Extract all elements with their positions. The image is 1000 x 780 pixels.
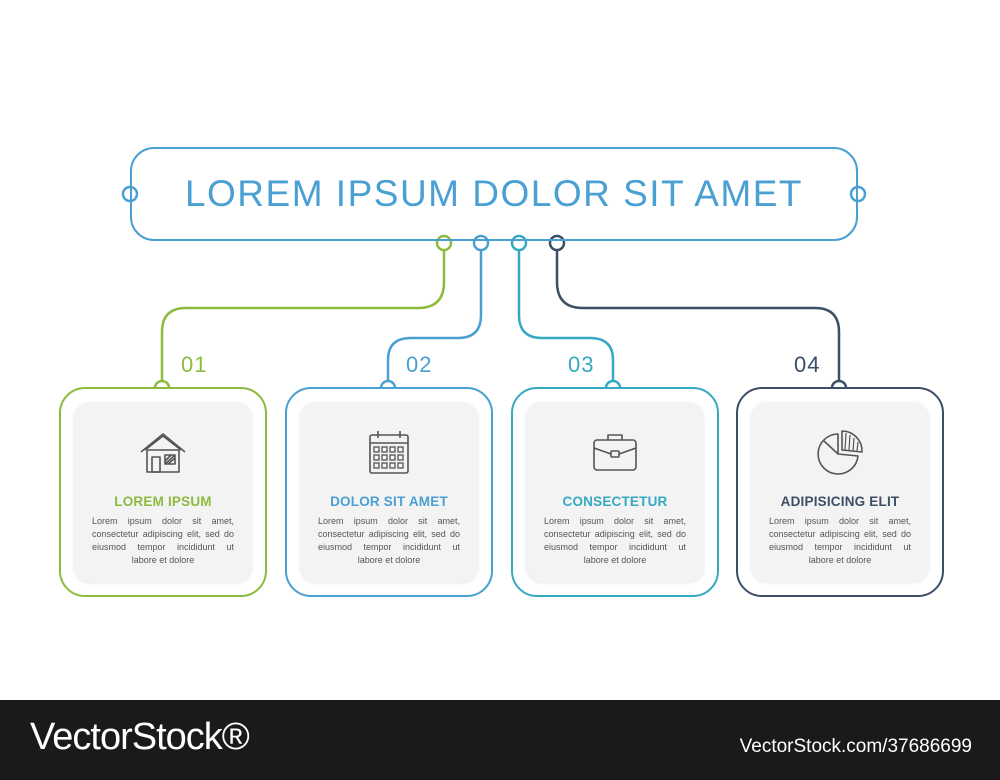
step-card-4: ADIPISICING ELIT Lorem ipsum dolor sit a… bbox=[736, 387, 944, 597]
card-panel: DOLOR SIT AMET Lorem ipsum dolor sit ame… bbox=[300, 402, 478, 582]
footer-bar: VectorStock® VectorStock.com/37686699 bbox=[0, 700, 1000, 780]
card-panel: CONSECTETUR Lorem ipsum dolor sit amet, … bbox=[526, 402, 704, 582]
title-node-right bbox=[849, 185, 867, 203]
footer-logo: VectorStock® bbox=[30, 716, 250, 758]
card-panel: LOREM IPSUM Lorem ipsum dolor sit amet, … bbox=[74, 402, 252, 582]
step-card-3: CONSECTETUR Lorem ipsum dolor sit amet, … bbox=[511, 387, 719, 597]
step-text-1: Lorem ipsum dolor sit amet, consectetur … bbox=[92, 516, 234, 565]
connector-line-2 bbox=[386, 250, 483, 390]
step-title-4: ADIPISICING ELIT bbox=[780, 494, 900, 509]
briefcase-icon bbox=[589, 426, 641, 478]
house-icon bbox=[137, 426, 189, 478]
main-title: LOREM IPSUM DOLOR SIT AMET bbox=[184, 173, 804, 214]
step-card-2: DOLOR SIT AMET Lorem ipsum dolor sit ame… bbox=[285, 387, 493, 597]
connector-line-4 bbox=[555, 250, 841, 390]
infographic: LOREM IPSUM DOLOR SIT AMET 01 02 03 04 L… bbox=[59, 147, 944, 597]
step-text-3: Lorem ipsum dolor sit amet, consectetur … bbox=[544, 516, 686, 565]
pie-chart-icon bbox=[814, 426, 866, 478]
step-number-3: 03 bbox=[568, 352, 595, 377]
step-title-3: CONSECTETUR bbox=[562, 494, 668, 509]
step-number-1: 01 bbox=[181, 352, 208, 377]
calendar-icon bbox=[363, 426, 415, 478]
step-number-2: 02 bbox=[406, 352, 433, 377]
step-card-1: LOREM IPSUM Lorem ipsum dolor sit amet, … bbox=[59, 387, 267, 597]
step-title-1: LOREM IPSUM bbox=[114, 494, 212, 509]
step-text-2: Lorem ipsum dolor sit amet, consectetur … bbox=[318, 516, 460, 565]
step-number-4: 04 bbox=[794, 352, 821, 377]
step-text-4: Lorem ipsum dolor sit amet, consectetur … bbox=[769, 516, 911, 565]
connector-line-3 bbox=[517, 250, 615, 390]
footer-image-id: VectorStock.com/37686699 bbox=[739, 736, 972, 757]
title-box: LOREM IPSUM DOLOR SIT AMET bbox=[130, 147, 858, 241]
card-panel: ADIPISICING ELIT Lorem ipsum dolor sit a… bbox=[751, 402, 929, 582]
step-title-2: DOLOR SIT AMET bbox=[330, 494, 448, 509]
connector-line-1 bbox=[160, 250, 446, 390]
